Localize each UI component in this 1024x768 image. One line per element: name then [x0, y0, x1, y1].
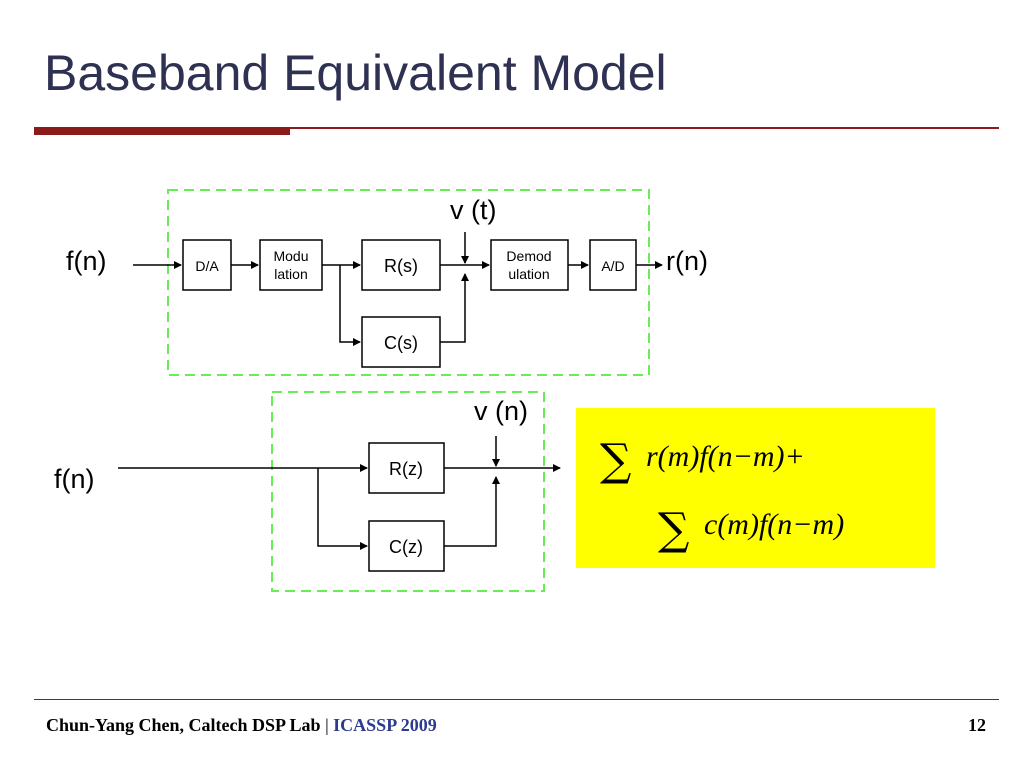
rz-label: R(z): [389, 459, 423, 479]
modulation-block: [259, 239, 323, 291]
bottom-connections: [118, 436, 561, 550]
demodulation-block: [490, 239, 569, 291]
title-rule-thin: [34, 127, 999, 129]
formula-sum-1: ∑: [600, 435, 631, 486]
formula-box: [576, 408, 935, 568]
bottom-noise-label: v (n): [474, 396, 528, 426]
formula-line-2: c(m)f(n−m): [704, 508, 844, 541]
modulation-label-1: Modu: [273, 248, 308, 264]
formula-line-1: r(m)f(n−m)+: [646, 440, 805, 473]
page-number: 12: [968, 715, 986, 735]
demodulation-label-2: ulation: [508, 266, 549, 282]
top-input-label: f(n): [66, 246, 107, 276]
cs-label: C(s): [384, 333, 418, 353]
cz-block: [368, 520, 445, 572]
modulation-label-2: lation: [274, 266, 307, 282]
top-dashed-boundary: [167, 189, 650, 376]
cz-label: C(z): [389, 537, 423, 557]
bottom-input-label: f(n): [54, 464, 95, 494]
ad-label: A/D: [601, 258, 624, 274]
footer-author: Chun-Yang Chen, Caltech DSP Lab: [46, 715, 321, 735]
rs-label: R(s): [384, 256, 418, 276]
top-noise-label: v (t): [450, 195, 497, 225]
footer: Chun-Yang Chen, Caltech DSP Lab | ICASSP…: [46, 715, 437, 736]
footer-separator: |: [320, 715, 334, 735]
top-output-label: r(n): [666, 246, 708, 276]
bottom-dashed-boundary: [271, 391, 545, 592]
footer-conference: ICASSP 2009: [333, 715, 437, 735]
rz-block: [368, 442, 445, 494]
da-block: [182, 239, 232, 291]
top-connections: [133, 232, 663, 346]
title-rule-thick: [34, 127, 290, 135]
footer-rule: [34, 699, 999, 700]
demodulation-label-1: Demod: [506, 248, 551, 264]
da-label: D/A: [195, 258, 219, 274]
cs-block: [361, 316, 441, 368]
formula-sum-2: ∑: [658, 504, 689, 555]
ad-block: [589, 239, 637, 291]
slide-title: Baseband Equivalent Model: [44, 45, 667, 101]
